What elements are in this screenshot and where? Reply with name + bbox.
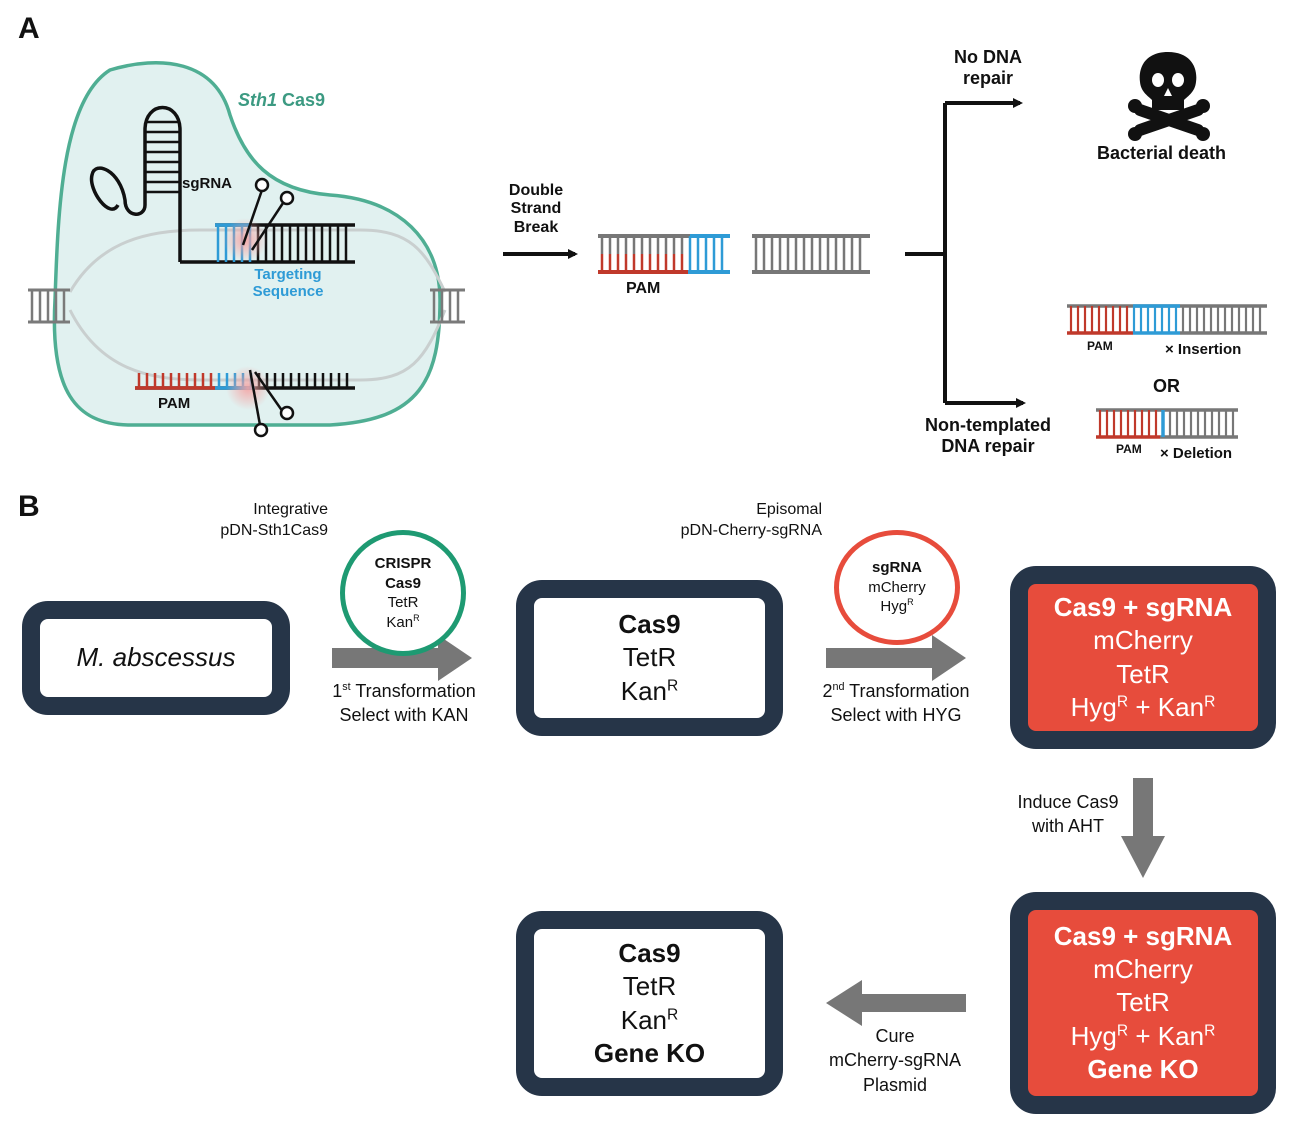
integrative-line-2: pDN-Sth1Cas9 — [220, 521, 328, 539]
box2-cas9-sgrna: Cas9 + sgRNA — [1053, 591, 1233, 622]
integrative-line-1: Integrative — [253, 501, 328, 518]
plasmid2-sgrna: sgRNA — [871, 559, 922, 577]
non-templated-repair-label: Non-templated DNA repair — [912, 415, 1064, 456]
box2-hygr-kanr: HygR + KanR — [1070, 691, 1216, 722]
box4-kanr: KanR — [620, 1004, 679, 1035]
dsb-line-3: Break — [513, 218, 559, 236]
plasmid2-mcherry: mCherry — [868, 578, 926, 596]
insertion-label: × Insertion — [1165, 341, 1242, 358]
cure-line-3: Plasmid — [862, 1074, 928, 1095]
repair-branch — [905, 98, 1026, 408]
panel-a-letter: A — [18, 12, 40, 45]
cure-line-2: mCherry-sgRNA — [828, 1050, 961, 1071]
box3-tetr: TetR — [1116, 987, 1170, 1018]
bacterial-death-label: Bacterial death — [1097, 143, 1227, 163]
cas9-strain-box: Cas9 TetR KanR — [516, 580, 783, 736]
scissors-icon-top — [241, 177, 295, 251]
integrative-plasmid-label: Integrative pDN-Sth1Cas9 — [200, 500, 328, 542]
transform1-line-2: Select with KAN — [339, 705, 469, 726]
transform-arrow-2 — [826, 635, 966, 681]
cure-plasmid-label: Cure mCherry-sgRNA Plasmid — [814, 1024, 976, 1097]
sgrna-mcherry-plasmid: sgRNA mCherry HygR — [834, 530, 960, 645]
sgrna-hairpin — [89, 105, 355, 264]
cure-arrow — [826, 980, 966, 1026]
cas9-label: Cas9 — [277, 90, 326, 110]
box4-cas9: Cas9 — [618, 937, 681, 968]
induce-line-1: Induce Cas9 — [1017, 792, 1119, 812]
sth1-cas9-label: Sth1 Cas9 — [238, 90, 325, 111]
box3-gene-ko: Gene KO — [1087, 1053, 1199, 1084]
double-strand-break-label: Double Strand Break — [498, 182, 574, 237]
induce-cas9-label: Induce Cas9 with AHT — [1005, 790, 1131, 839]
background-dna — [68, 228, 447, 382]
cure-line-1: Cure — [875, 1026, 915, 1046]
cas9-sgrna-strain-box: Cas9 + sgRNA mCherry TetR HygR + KanR — [1010, 566, 1276, 749]
panel-b-letter: B — [18, 490, 40, 523]
no-dna-repair-label: No DNA repair — [935, 47, 1041, 88]
box4-gene-ko: Gene KO — [593, 1037, 706, 1068]
sgrna-label: sgRNA — [182, 175, 233, 192]
pam-label-cas9: PAM — [158, 395, 191, 412]
box3-hygr-kanr: HygR + KanR — [1070, 1020, 1216, 1051]
scissors-icon-bottom — [248, 369, 295, 438]
plasmid1-cas9: Cas9 — [385, 574, 421, 592]
no-repair-line-2: repair — [962, 67, 1014, 88]
dsb-line-2: Strand — [510, 200, 562, 218]
targeting-sequence-label: Targeting Sequence — [238, 266, 338, 301]
plasmid1-kanr: KanR — [386, 612, 420, 631]
first-transformation-label: 1st Transformation Select with KAN — [318, 679, 490, 728]
m-abscessus-box: M. abscessus — [22, 601, 290, 715]
pam-label-deletion: PAM — [1116, 442, 1142, 456]
nontemplated-line-2: DNA repair — [941, 435, 1035, 456]
box3-cas9-sgrna: Cas9 + sgRNA — [1053, 920, 1233, 951]
deletion-label: × Deletion — [1160, 445, 1233, 462]
box2-mcherry: mCherry — [1093, 625, 1193, 656]
box1-tetr: TetR — [622, 642, 677, 673]
box1-cas9: Cas9 — [618, 609, 681, 640]
plasmid2-hygr: HygR — [880, 597, 914, 616]
second-transformation-label: 2nd Transformation Select with HYG — [808, 679, 984, 728]
episomal-line-2: pDN-Cherry-sgRNA — [680, 521, 822, 539]
sth1-label: Sth1 — [238, 90, 278, 110]
induce-arrow — [1121, 778, 1165, 878]
induce-line-2: with AHT — [1031, 816, 1105, 837]
box4-tetr: TetR — [622, 971, 677, 1002]
pam-label-broken: PAM — [626, 280, 661, 297]
plasmid1-crispr: CRISPR — [374, 555, 432, 572]
targeting-line-1: Targeting — [254, 266, 322, 283]
targeting-line-2: Sequence — [252, 283, 324, 301]
no-repair-line-1: No DNA — [954, 47, 1022, 67]
dsb-line-1: Double — [508, 182, 564, 199]
box1-kanr: KanR — [620, 675, 679, 706]
crispr-cas9-plasmid: CRISPR Cas9 TetR KanR — [340, 530, 466, 656]
transform2-line-1: 2nd Transformation — [822, 681, 970, 701]
pam-label-insertion: PAM — [1087, 339, 1113, 353]
box2-tetr: TetR — [1116, 658, 1170, 689]
plasmid1-tetr: TetR — [387, 594, 419, 611]
cured-gene-ko-box: Cas9 TetR KanR Gene KO — [516, 911, 783, 1096]
m-abscessus-label: M. abscessus — [76, 642, 236, 673]
episomal-plasmid-label: Episomal pDN-Cherry-sgRNA — [650, 500, 822, 542]
transform2-line-2: Select with HYG — [830, 705, 962, 726]
skull-crossbones-icon — [1128, 52, 1210, 141]
nontemplated-line-1: Non-templated — [925, 415, 1051, 435]
box3-mcherry: mCherry — [1093, 954, 1193, 985]
gene-ko-strain-box: Cas9 + sgRNA mCherry TetR HygR + KanR Ge… — [1010, 892, 1276, 1114]
episomal-line-1: Episomal — [756, 501, 822, 518]
transform1-line-1: 1st Transformation — [332, 681, 476, 701]
or-label: OR — [1153, 376, 1180, 396]
